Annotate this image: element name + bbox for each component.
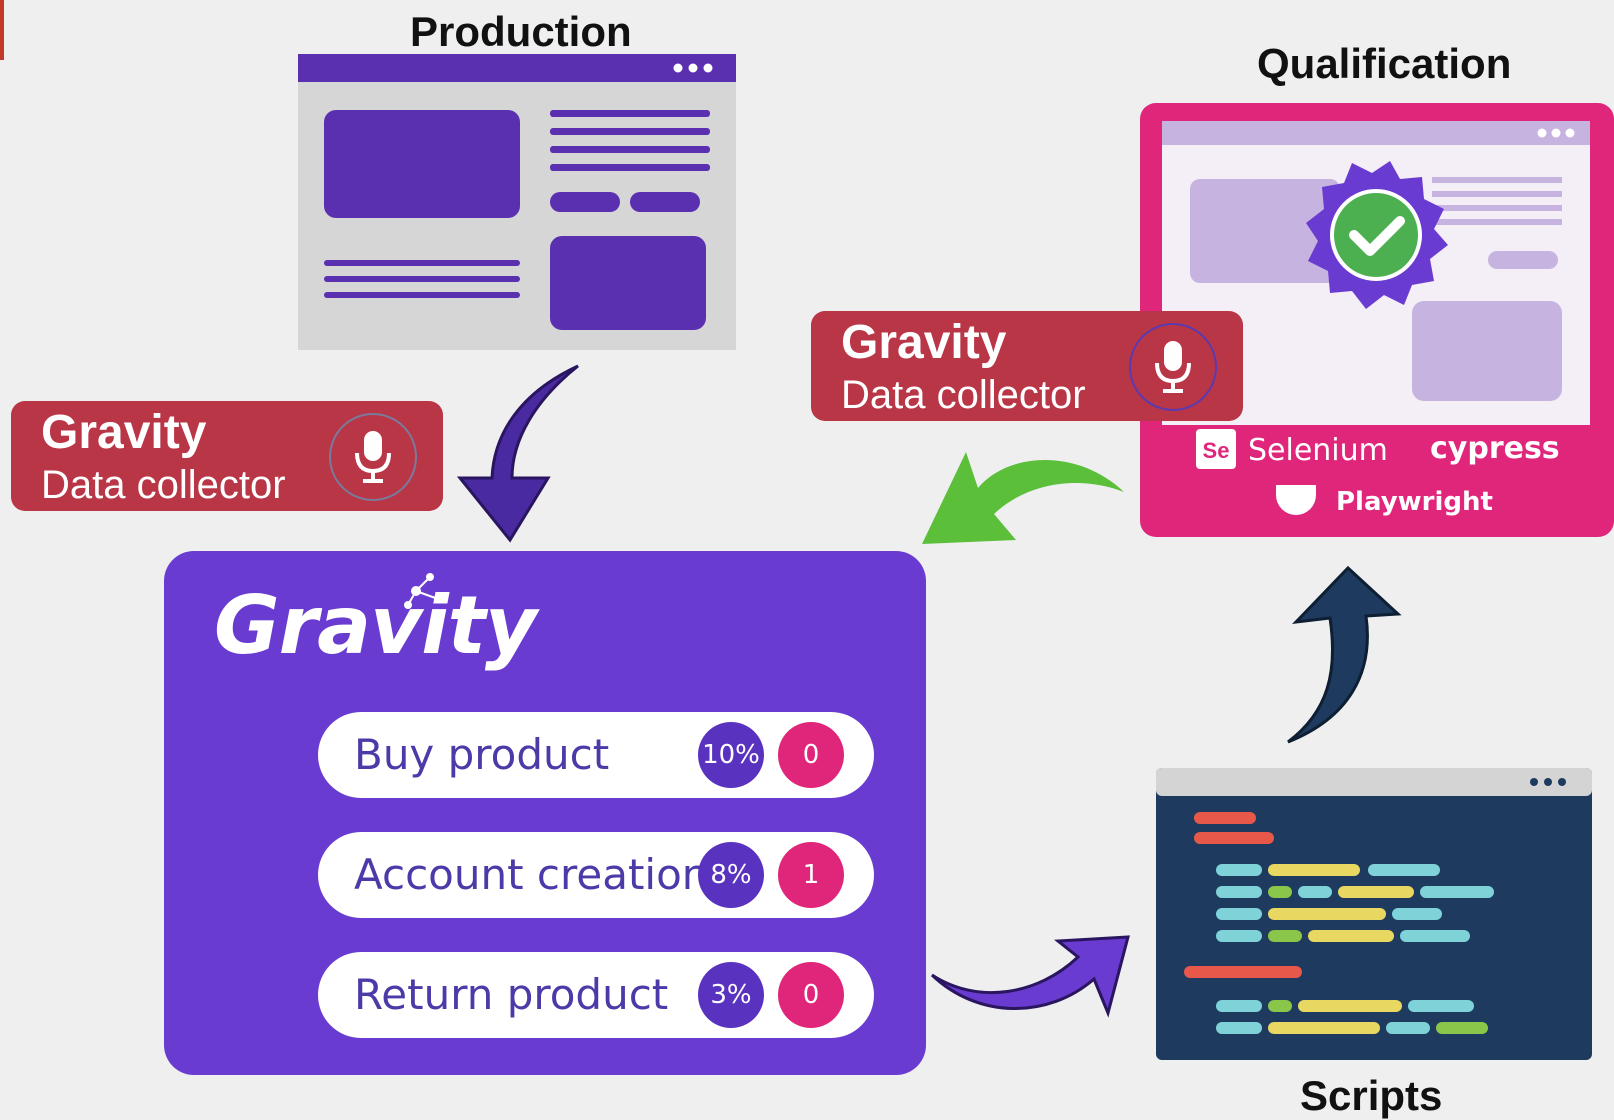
- playwright-label: Playwright: [1336, 487, 1493, 517]
- scenario-item-buy-product[interactable]: Buy product 10% 0: [318, 712, 874, 798]
- window-dots-icon: [1537, 128, 1575, 138]
- gravity-logo: Gravity: [214, 579, 537, 672]
- window-dots-icon: [1530, 778, 1566, 786]
- scenario-label: Buy product: [354, 730, 610, 779]
- collector-title: Gravity: [841, 316, 1007, 369]
- percent-badge: 10%: [698, 722, 764, 788]
- count-badge: 1: [778, 842, 844, 908]
- microphone-icon: [329, 413, 417, 501]
- scenario-item-return-product[interactable]: Return product 3% 0: [318, 952, 874, 1038]
- scripts-heading: Scripts: [1300, 1072, 1443, 1119]
- arrow-scripts-to-qualification-icon: [1287, 565, 1402, 744]
- collector-subtitle: Data collector: [841, 373, 1086, 417]
- production-heading: Production: [410, 8, 632, 55]
- collector-subtitle: Data collector: [41, 463, 286, 507]
- gear-check-icon: [1306, 161, 1448, 309]
- corner-accent: [0, 0, 4, 60]
- molecule-icon: [404, 573, 442, 609]
- microphone-icon: [1129, 323, 1217, 411]
- data-collector-right: Gravity Data collector: [811, 311, 1243, 421]
- collector-title: Gravity: [41, 406, 207, 459]
- scripts-window: [1156, 768, 1592, 1060]
- count-badge: 0: [778, 722, 844, 788]
- masks-icon: [1276, 485, 1316, 515]
- scenario-label: Return product: [354, 970, 669, 1019]
- qualification-heading: Qualification: [1257, 40, 1512, 87]
- selenium-logo: Se: [1196, 429, 1236, 469]
- arrow-production-to-gravity-icon: [456, 364, 579, 543]
- percent-badge: 8%: [698, 842, 764, 908]
- production-window: [298, 54, 736, 350]
- arrow-qualification-to-gravity-icon: [922, 452, 1124, 544]
- selenium-label: Selenium: [1248, 433, 1388, 468]
- window-dots-icon: [673, 63, 713, 73]
- cypress-label: cypress: [1430, 431, 1560, 466]
- scenario-label: Account creation: [354, 850, 709, 899]
- percent-badge: 3%: [698, 962, 764, 1028]
- scenario-item-account-creation[interactable]: Account creation 8% 1: [318, 832, 874, 918]
- count-badge: 0: [778, 962, 844, 1028]
- arrow-gravity-to-scripts-icon: [930, 935, 1130, 1018]
- gravity-panel: Gravity Buy product 10% 0 Account creati…: [164, 551, 926, 1075]
- data-collector-left: Gravity Data collector: [11, 401, 443, 511]
